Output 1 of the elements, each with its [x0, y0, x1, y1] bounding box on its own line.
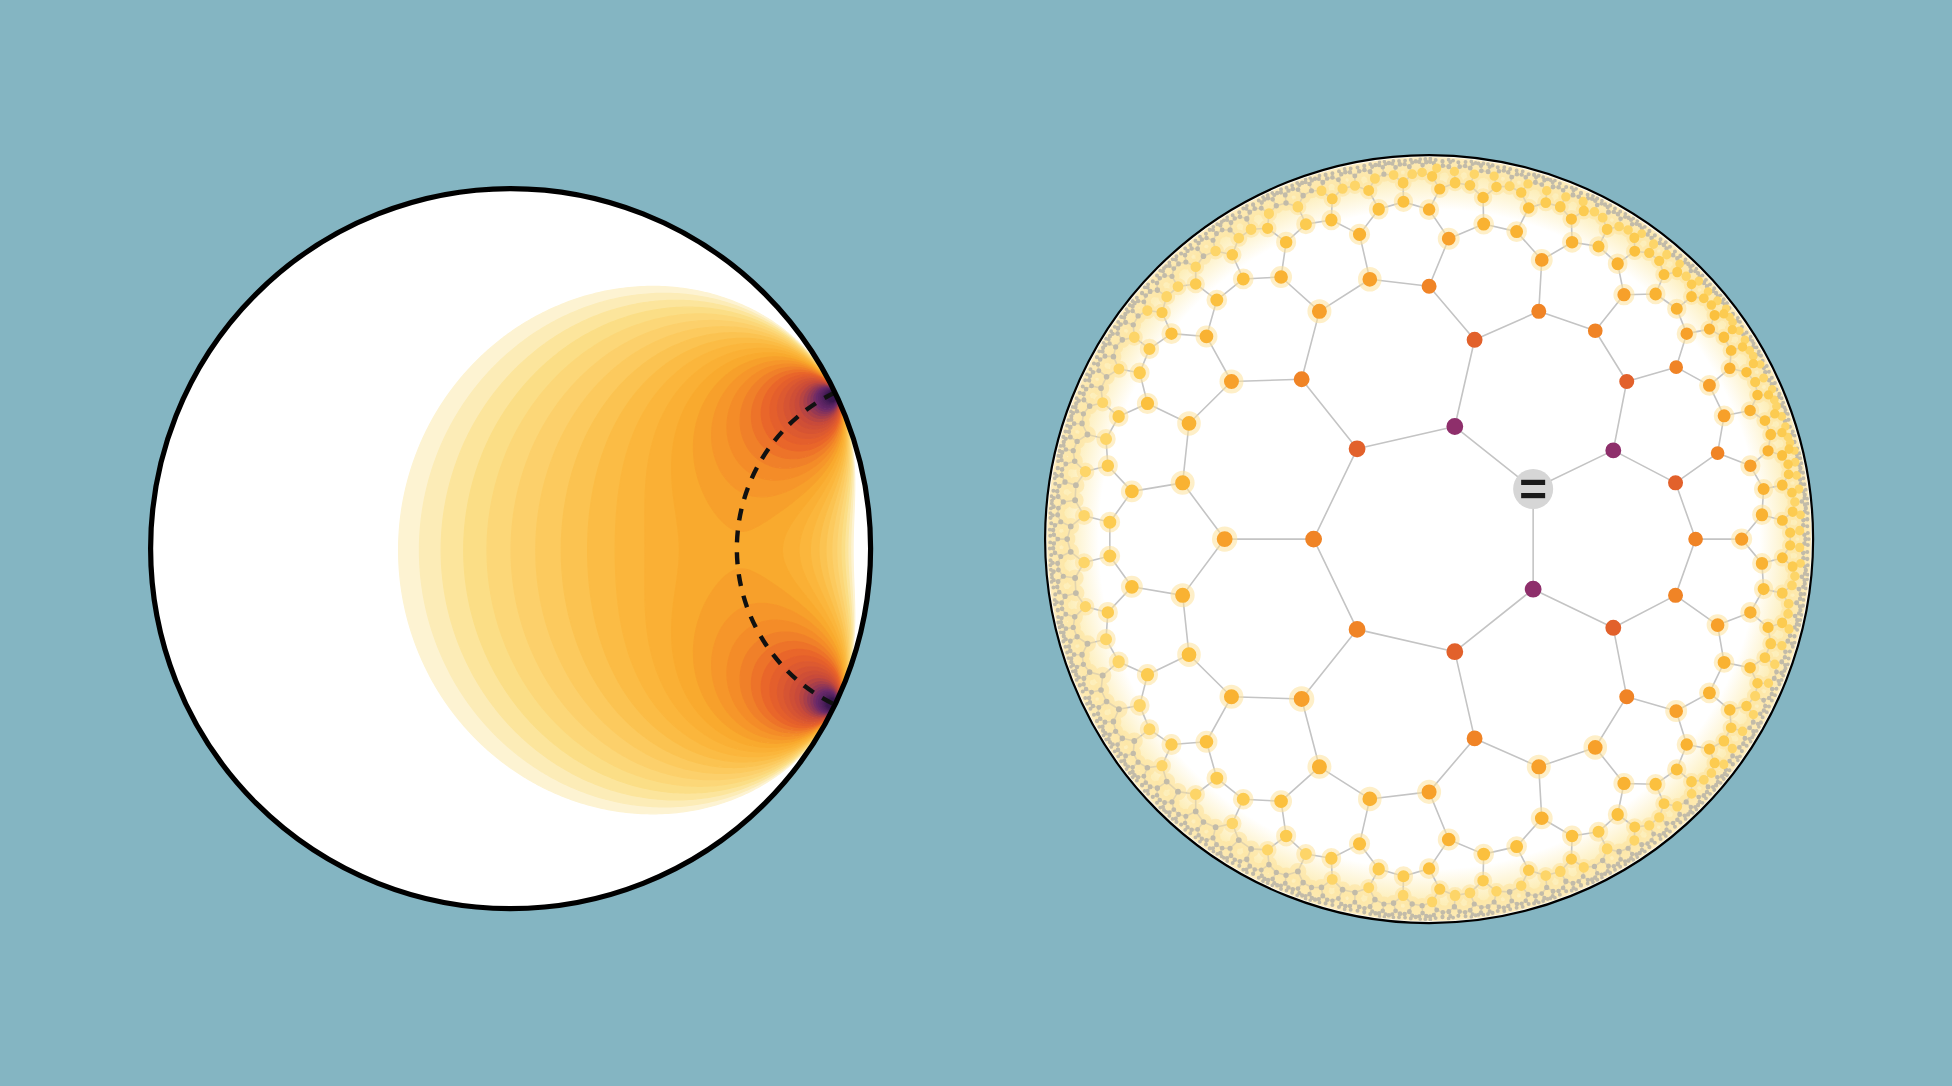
heatmap-disk: [147, 185, 873, 911]
